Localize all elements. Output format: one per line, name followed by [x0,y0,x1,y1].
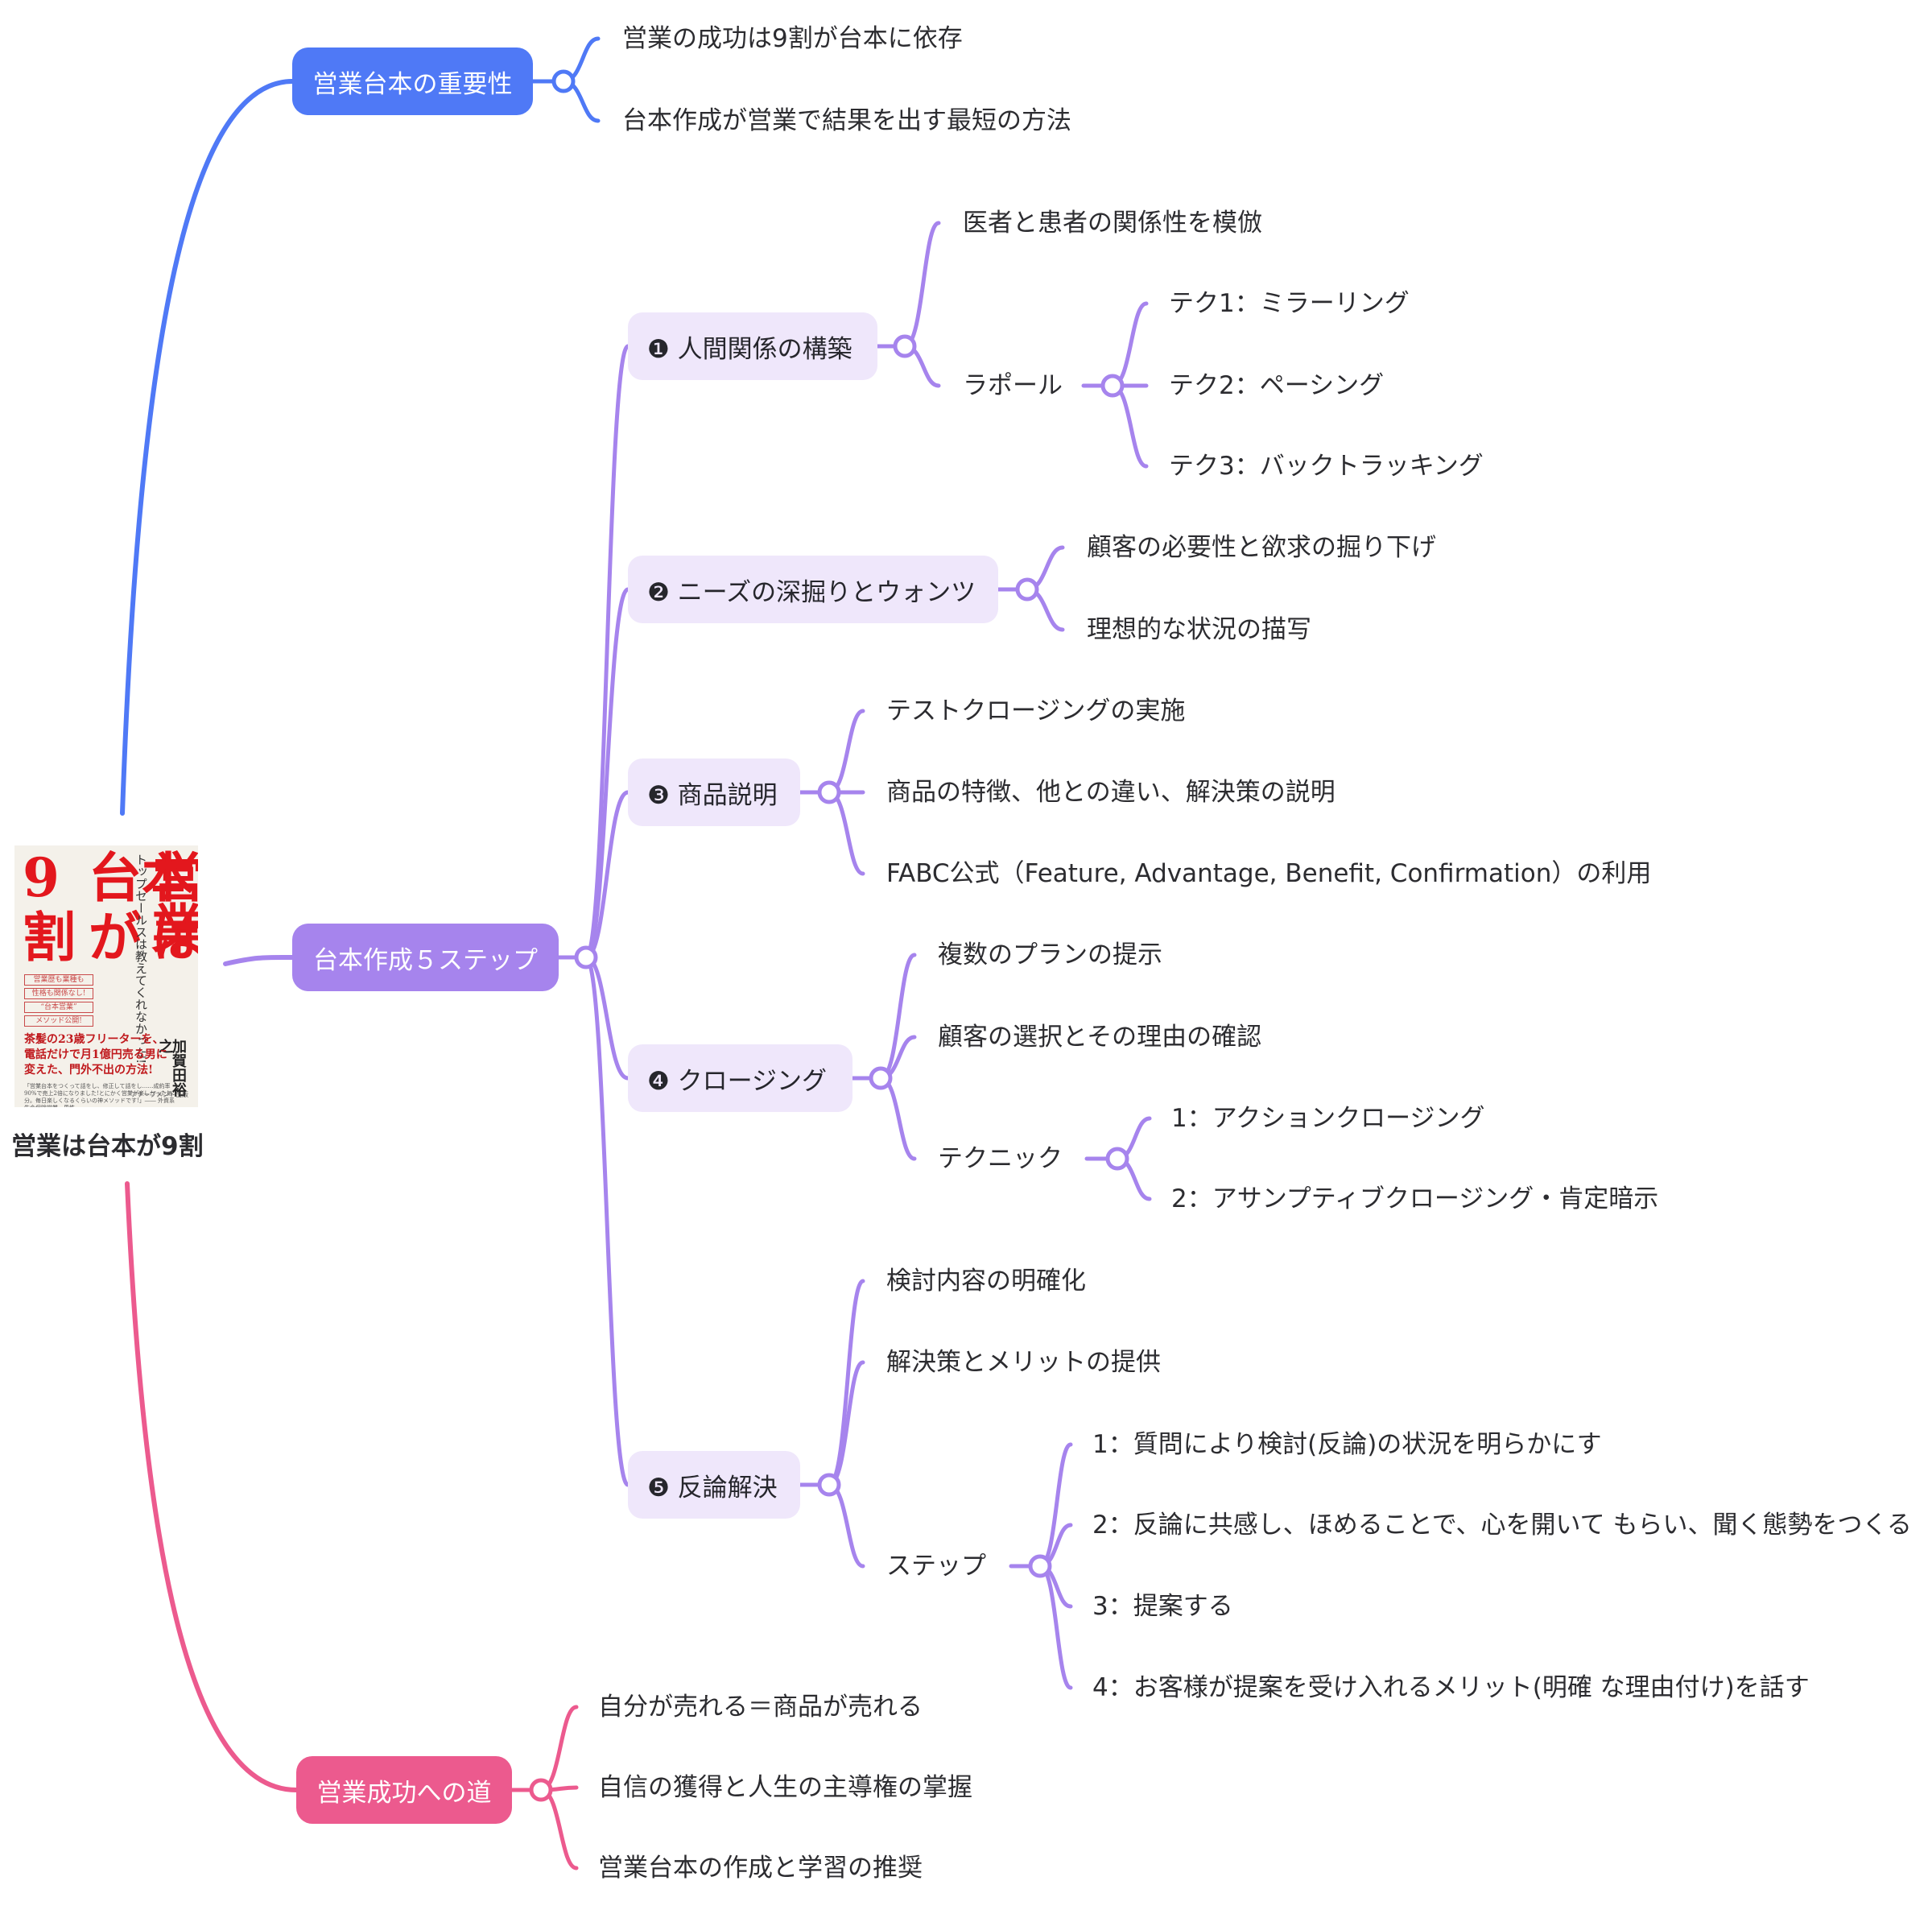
book-title-char: 台本 [89,846,195,909]
connector-line [223,954,295,966]
connector-line [902,221,941,349]
branch-five-steps[interactable]: 台本作成５ステップ [292,924,559,991]
leaf-node[interactable]: 顧客の必要性と欲求の掘り下げ [1087,533,1436,562]
junction-circle [893,334,917,358]
book-author: 加賀田裕之 [156,1039,187,1097]
book-title-char: 割 [23,906,76,969]
connector-line [827,1279,865,1487]
junction-circle [1015,577,1039,601]
leaf-node[interactable]: 4：お客様が提案を受け入れるメリット(明確 な理由付け)を話す [1092,1673,1810,1702]
step-node-4[interactable]: ❹ クロージング [628,1044,852,1112]
book-copy: 茶髪の23歳フリーターを、 電話だけで月1億円売る男に 変えた、門外不出の方法! [24,1032,167,1078]
book-tag: “台本営業” [24,1002,93,1013]
book-copy-line: 変えた、門外不出の方法! [24,1064,154,1077]
connector-line [539,1788,579,1870]
connector-line [827,709,865,795]
leaf-node[interactable]: テストクロージングの実施 [886,697,1186,725]
junction-circle [817,1473,841,1497]
book-title-char: 営業 [151,846,198,961]
leaf-node[interactable]: 自信の獲得と人生の主導権の掌握 [598,1773,972,1802]
leaf-node[interactable]: 自分が売れる＝商品が売れる [598,1693,923,1722]
junction-circle [869,1066,893,1090]
leaf-node[interactable]: 解決策とメリットの提供 [886,1348,1161,1377]
leaf-node[interactable]: テク1：ミラーリング [1169,289,1410,318]
step-node-3[interactable]: ❸ 商品説明 [628,759,800,826]
connector-line [878,1076,917,1161]
leaf-node[interactable]: 検討内容の明確化 [886,1267,1086,1296]
junction-circle [1105,1147,1129,1171]
step-node-2[interactable]: ❷ ニーズの深掘りとウォンツ [628,556,998,623]
connector-line [539,1705,579,1792]
connector-line [584,587,630,960]
step-node-1[interactable]: ❶ 人間関係の構築 [628,312,877,380]
junction-circle [551,69,576,93]
leaf-node[interactable]: 顧客の選択とその理由の確認 [938,1023,1262,1052]
book-copy-line: 電話だけで月1億円売る男に [24,1048,167,1061]
leaf-node[interactable]: テク2：ペーシング [1169,371,1385,400]
book-title-char: 9 [23,846,60,909]
leaf-node[interactable]: 3：提案する [1092,1592,1233,1621]
leaf-node[interactable]: 商品の特徴、他との違い、解決策の説明 [886,778,1335,807]
step-node-5[interactable]: ❺ 反論解決 [628,1451,800,1519]
connector-line [584,955,630,1487]
junction-circle [817,780,841,804]
leaf-node[interactable]: 複数のプランの提示 [938,940,1162,969]
branch-importance[interactable]: 営業台本の重要性 [292,48,533,115]
rapport-node[interactable]: ラポール [963,371,1063,400]
leaf-node[interactable]: 1：アクションクロージング [1171,1104,1485,1133]
book-cover-image: 営業 台本 9 は が 割 トップセールスは教えてくれなかった! 加賀田裕之 営… [14,845,198,1107]
connector-line [827,1482,865,1569]
junction-circle [1028,1554,1052,1578]
leaf-node[interactable]: 医者と患者の関係性を模倣 [963,209,1262,238]
leaf-node[interactable]: 2：反論に共感し、ほめることで、心を開いて もらい、聞く態勢をつくる [1092,1511,1912,1540]
book-subtitle: トップセールスは教えてくれなかった! [134,854,148,1064]
book-tags: 営業歴も業種も 性格も関係なし! “台本営業” メソッド公開! [24,974,93,1029]
leaf-node[interactable]: 台本作成が営業で結果を出す最短の方法 [622,106,1071,135]
connector-line [1110,383,1149,469]
book-tag: 性格も関係なし! [24,988,93,999]
leaf-node[interactable]: 2：アサンプティブクロージング・肯定暗示 [1171,1184,1659,1213]
book-tag: 営業歴も業種も [24,974,93,986]
book-publisher: アチーブメント出版 [130,1091,188,1098]
junction-circle [1100,374,1125,398]
connector-line [827,790,865,876]
connector-line [120,79,295,816]
technique-node[interactable]: テクニック [938,1144,1063,1173]
book-title-char: は [151,906,198,969]
leaf-node[interactable]: 1：質問により検討(反論)の状況を明らかにす [1092,1430,1602,1459]
leaf-node[interactable]: 理想的な状況の描写 [1087,615,1311,644]
branch-road-to-success[interactable]: 営業成功への道 [296,1756,512,1824]
book-copy-line: 茶髪の23歳フリーターを、 [24,1033,164,1046]
root-topic-label[interactable]: 営業は台本が9割 [11,1132,204,1161]
junction-circle [529,1778,553,1802]
leaf-node[interactable]: 営業の成功は9割が台本に依存 [622,24,963,53]
junction-circle [574,945,598,969]
connector-line [584,344,630,960]
book-small-print: 「営業台本をつくって話をし、修正して話をし……成約率90%で売上2倍になりました… [24,1083,175,1107]
book-tag: メソッド公開! [24,1015,93,1027]
leaf-node[interactable]: テク3：バックトラッキング [1169,452,1484,481]
leaf-node[interactable]: FABC公式（Feature, Advantage, Benefit, Conf… [886,859,1652,888]
steps-node[interactable]: ステップ [886,1552,986,1581]
connector-line [1110,301,1149,388]
connector-line [125,1181,299,1792]
book-title-char: が [89,906,142,969]
leaf-node[interactable]: 営業台本の作成と学習の推奨 [598,1854,923,1883]
